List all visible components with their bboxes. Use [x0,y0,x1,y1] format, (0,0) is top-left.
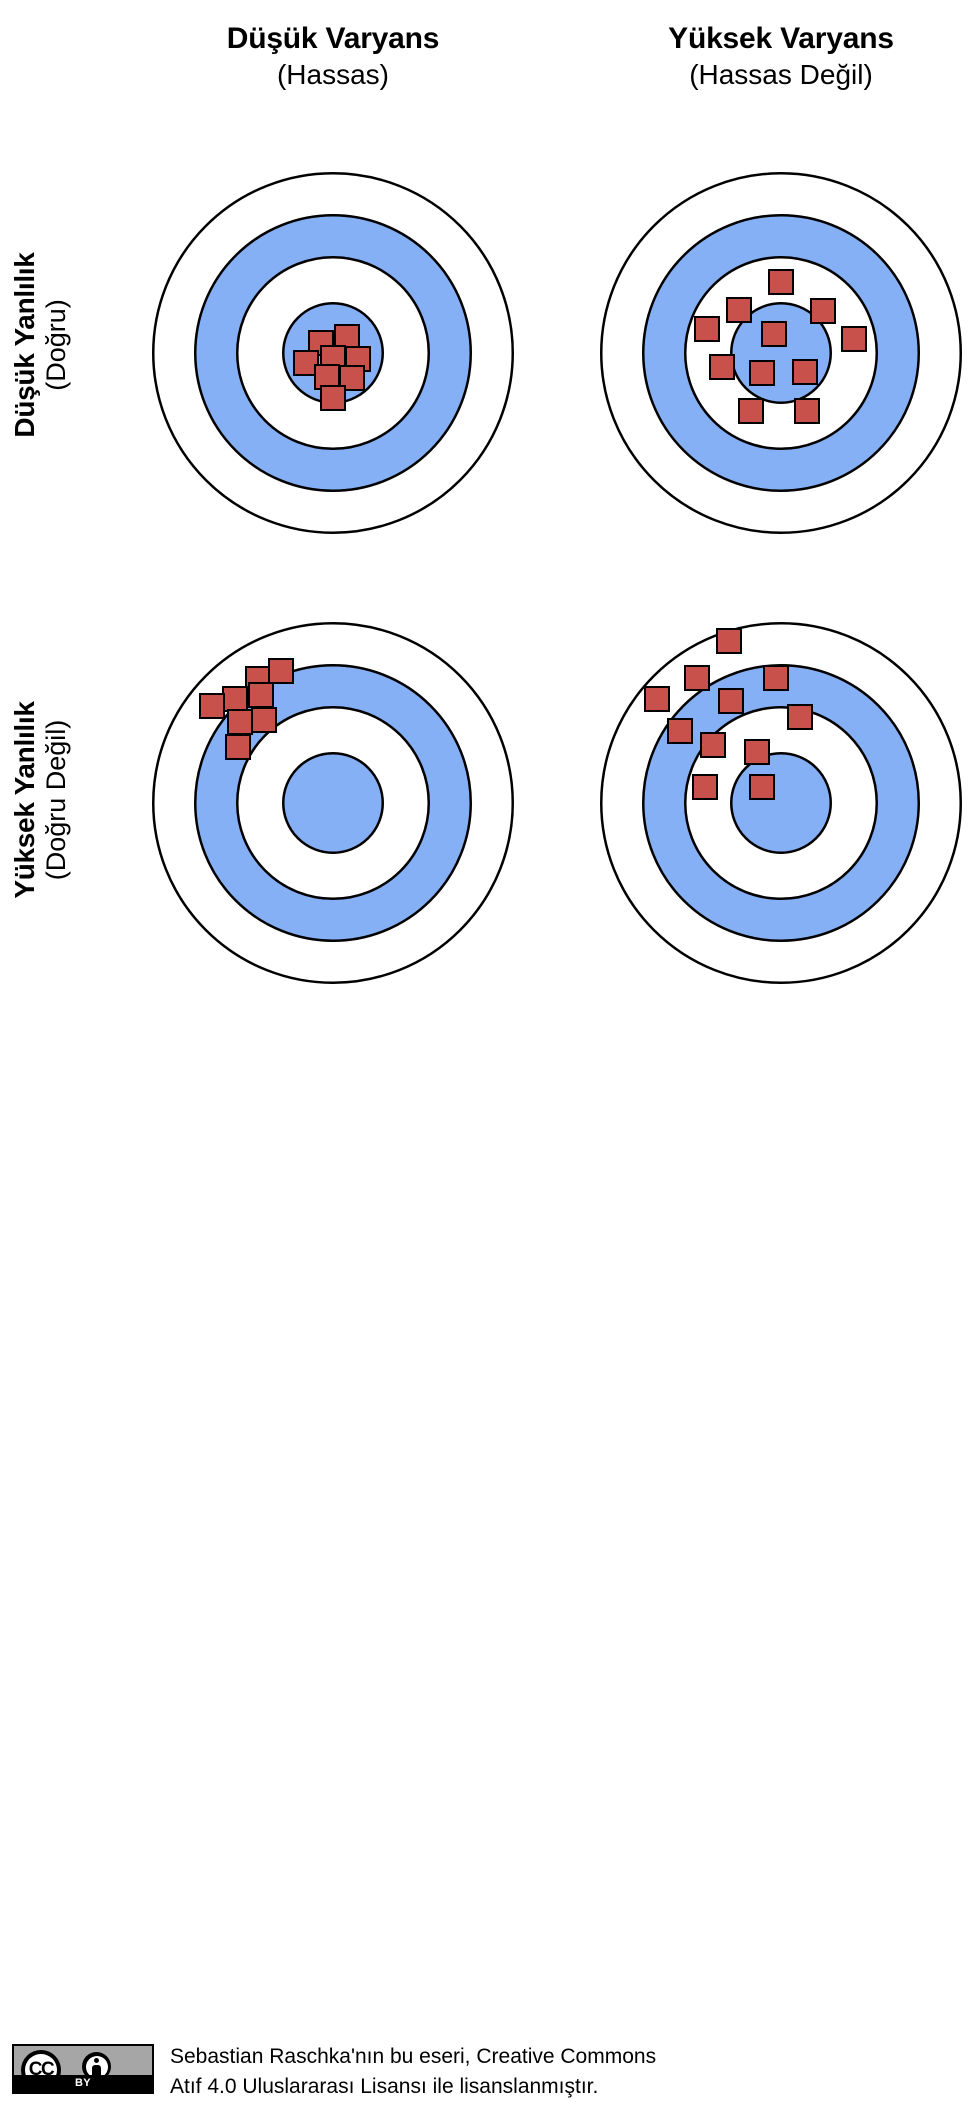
row-label-low-bias-main: Düşük Yanlılık [9,252,40,438]
column-header-low-variance-sub: (Hassas) [276,58,389,90]
data-marker [222,686,248,712]
data-marker [768,269,794,295]
target-high-bias-low-variance [151,621,515,985]
column-header-high-variance-main: Yüksek Varyans [668,22,894,55]
data-marker [692,774,718,800]
license-text-line1: Sebastian Raschka'nın bu eseri, Creative… [170,2045,657,2068]
data-marker [251,707,277,733]
row-label-high-bias-main: Yüksek Yanlılık [9,701,40,899]
data-marker [700,732,726,758]
license-text-line2: Atıf 4.0 Uluslararası Lisansı ile lisans… [170,2074,599,2098]
creative-commons-badge-icon: CC BY [12,2044,154,2094]
column-header-low-variance-main: Düşük Varyans [226,22,440,55]
data-marker [268,658,294,684]
data-marker [726,297,752,323]
data-marker [227,709,253,735]
data-marker [684,665,710,691]
data-marker [694,316,720,342]
data-marker [248,682,274,708]
data-marker [761,321,787,347]
column-header-high-variance: Yüksek Varyans (Hassas Değil) [581,22,976,91]
data-marker [716,628,742,654]
marker-group [293,324,371,411]
data-marker [749,360,775,386]
marker-group [199,658,294,760]
data-marker [749,774,775,800]
license-footer: CC BY Sebastian Raschka'nın bu eseri, Cr… [0,1018,976,2098]
data-marker [199,693,225,719]
data-marker [787,704,813,730]
target-rings [600,622,962,984]
data-marker [810,298,836,324]
data-marker [794,398,820,424]
cc-badge-by-text: BY [74,2077,92,2089]
data-marker [667,718,693,744]
row-label-high-bias: Yüksek Yanlılık (Doğru Değil) [9,635,90,965]
marker-group [694,269,867,424]
target-rings [152,622,514,984]
bias-variance-figure: Düşük Varyans (Hassas) Yüksek Varyans (H… [0,22,976,2098]
data-marker [763,665,789,691]
target-low-bias-low-variance [151,171,515,535]
data-marker [792,359,818,385]
target-ring-3 [282,752,384,854]
data-marker [644,686,670,712]
data-marker [320,385,346,411]
data-marker [841,326,867,352]
data-marker [709,354,735,380]
row-label-low-bias-sub: (Doğru) [40,299,71,391]
row-label-high-bias-sub: (Doğru Değil) [40,719,71,881]
data-marker [744,739,770,765]
column-header-high-variance-sub: (Hassas Değil) [689,58,873,90]
target-high-bias-high-variance [599,621,963,985]
target-low-bias-high-variance [599,171,963,535]
target-rings [600,172,962,534]
data-marker [225,734,251,760]
marker-group [644,628,813,800]
target-ring-3 [730,752,832,854]
column-header-low-variance: Düşük Varyans (Hassas) [133,22,533,91]
data-marker [718,688,744,714]
data-marker [738,398,764,424]
row-label-low-bias: Düşük Yanlılık (Doğru) [9,180,90,510]
license-text: Sebastian Raschka'nın bu eseri, Creative… [170,2042,870,2102]
target-rings [152,172,514,534]
